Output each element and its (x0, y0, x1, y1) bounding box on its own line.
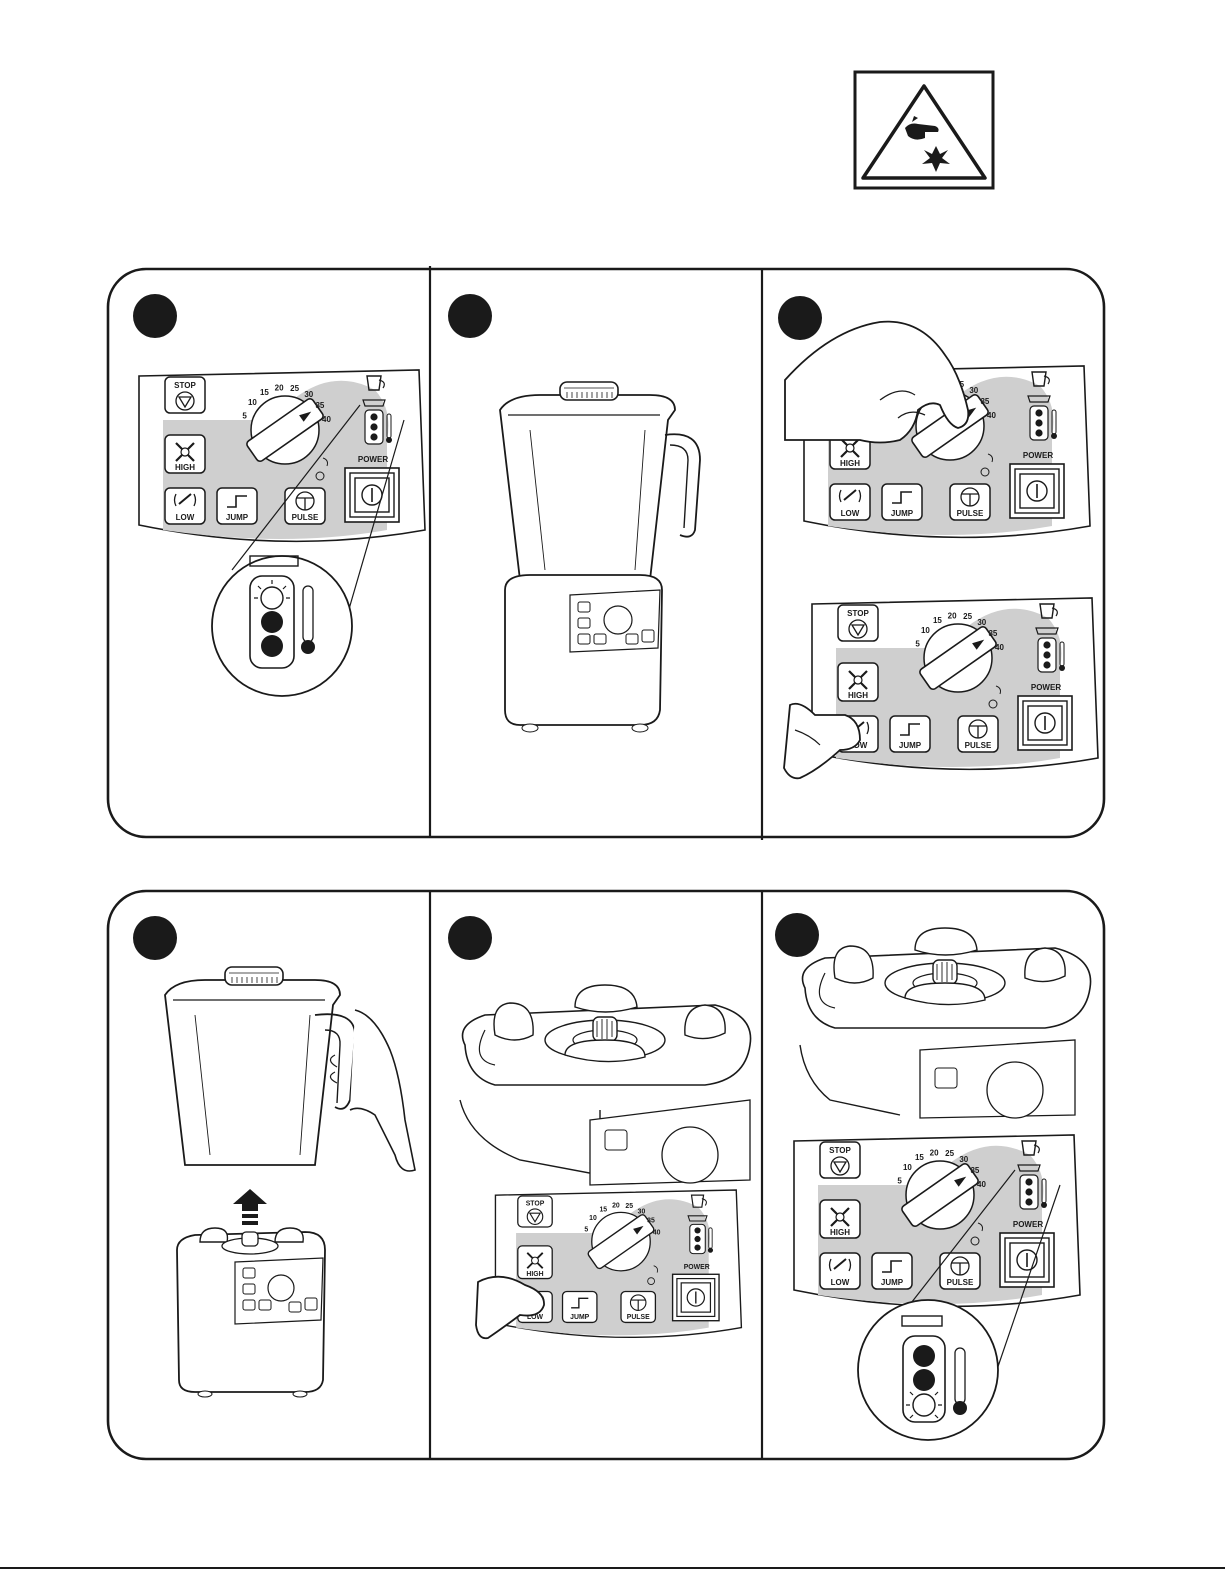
lifting-jar-illustration (165, 967, 415, 1171)
step-5-badge (448, 916, 492, 960)
blender-base-top-illustration (803, 928, 1091, 1028)
step-4-badge (133, 916, 177, 960)
magnified-indicator (212, 556, 352, 696)
blender-base-illustration (177, 1228, 325, 1397)
control-panel (139, 370, 425, 541)
lift-arrow-icon (233, 1189, 267, 1225)
step-2 (448, 294, 700, 732)
step-3-badge (778, 296, 822, 340)
step-1-badge (133, 294, 177, 338)
blender-illustration (500, 382, 700, 732)
step-6 (775, 913, 1091, 1440)
magnified-indicator (858, 1300, 998, 1440)
step-6-badge (775, 913, 819, 957)
step-5 (448, 916, 751, 1338)
step-4 (133, 916, 415, 1397)
step-1 (133, 294, 425, 696)
blender-base-top-illustration (463, 985, 751, 1085)
control-panel (794, 1135, 1080, 1306)
step-2-badge (448, 294, 492, 338)
warning-sign (855, 72, 993, 188)
step-3 (778, 296, 1098, 778)
